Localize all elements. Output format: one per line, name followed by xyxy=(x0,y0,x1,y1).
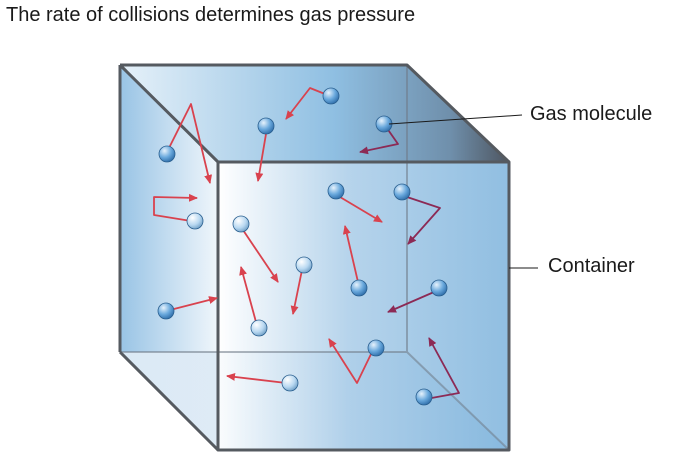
gas-molecule xyxy=(186,212,204,230)
trajectory-arrow xyxy=(339,196,383,223)
gas-molecule xyxy=(430,279,448,297)
diagram-title: The rate of collisions determines gas pr… xyxy=(6,4,416,26)
trajectory-arrow xyxy=(387,291,435,313)
trajectory-arrow xyxy=(328,338,373,384)
gas-molecule xyxy=(250,319,268,337)
trajectory-arrow xyxy=(169,296,218,311)
gas-molecule xyxy=(158,145,176,163)
gas-molecule-label: Gas molecule xyxy=(530,103,653,125)
trajectory-arrow xyxy=(403,195,441,245)
gas-molecule xyxy=(295,256,313,274)
container-top-face xyxy=(120,65,509,162)
gas-molecule xyxy=(393,183,411,201)
container-label: Container xyxy=(548,255,635,277)
gas-molecule xyxy=(281,374,299,392)
gas-molecule xyxy=(322,87,340,105)
trajectory-arrow xyxy=(242,229,279,283)
trajectory-arrow xyxy=(255,133,267,182)
gas-molecule xyxy=(232,215,250,233)
gas-molecule xyxy=(257,117,275,135)
gas-molecule xyxy=(367,339,385,357)
container-edges xyxy=(118,63,511,452)
trajectory-arrow xyxy=(153,193,198,222)
gas-molecule xyxy=(157,302,175,320)
trajectory-arrow xyxy=(290,269,303,315)
gas-molecule xyxy=(415,388,433,406)
trajectory-arrow xyxy=(342,225,359,283)
gas-molecule xyxy=(327,182,345,200)
gas-molecules xyxy=(157,87,448,406)
trajectory-arrow xyxy=(226,372,287,384)
trajectory-arrow xyxy=(425,337,460,400)
molecule-leader-line xyxy=(388,114,523,125)
trajectory-arrow xyxy=(239,266,257,323)
trajectory-arrow xyxy=(166,103,213,184)
gas-molecule xyxy=(350,279,368,297)
